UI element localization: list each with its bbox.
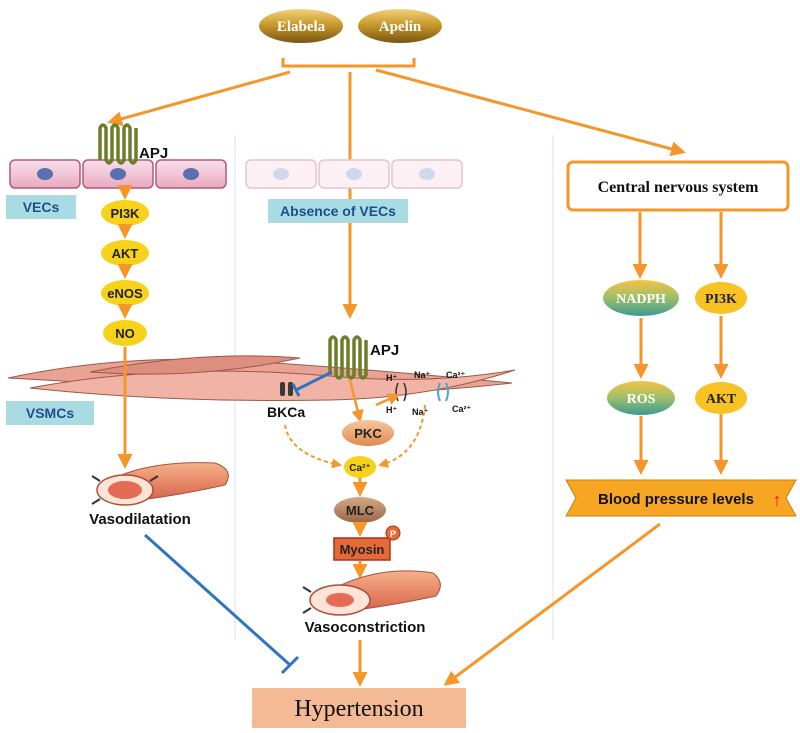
no-label: NO [115,326,135,341]
akt-node-left [101,240,149,266]
arrow-pkc-exchanger [375,393,401,407]
vecs-label-box [6,195,76,219]
pi3k-node-left [101,200,149,226]
apj-label-left: APJ [139,145,168,162]
cns-label: Central nervous system [598,179,760,196]
na-ion-top: Na⁺ [414,370,431,380]
pi3k-label-left: PI3K [111,206,141,221]
ligand-bracket [281,58,416,68]
vsmcs-label-box [6,401,94,425]
apj-receptor-icon [98,123,138,165]
mlc-label: MLC [346,503,375,518]
vsmcs-label: VSMCs [26,405,74,421]
smooth-muscle-layer [7,355,516,401]
elabela-label: Elabela [277,19,326,35]
arrow-to-cns [375,68,686,157]
absence-vecs-label-box [268,199,408,223]
pi3k-node-right [695,282,747,314]
ca-ion-top: Ca²⁺ [446,370,466,380]
arrow-apj-pkc [348,379,364,423]
dashed-bkca-ca [284,424,342,469]
myosin-label: Myosin [340,542,385,557]
h-ion-bottom: H⁺ [386,405,397,415]
bkca-channel-icon [280,382,293,396]
phospho-icon [385,525,401,541]
arrow-bp-hypertension [443,522,661,686]
bp-banner [565,479,797,517]
pi3k-label-right: PI3K [705,292,737,307]
no-node [103,320,147,346]
enos-node [101,280,149,306]
calcium-node [344,456,376,478]
bkca-inhibition-bar [291,383,301,397]
bp-label: Blood pressure levels [598,491,754,508]
inhibition-bar [280,655,300,675]
apelin-label: Apelin [379,19,422,35]
endothelial-cell-layer [9,159,227,189]
absent-endothelial-layer [245,159,463,189]
dashed-exchanger-ca [378,404,426,468]
phospho-label: P [390,529,396,539]
vasoconstriction-label: Vasoconstriction [305,619,426,636]
calcium-label: Ca²⁺ [349,463,370,474]
ros-label: ROS [627,392,656,407]
ros-node [607,381,675,415]
apelin-ligand [358,9,442,43]
hypertension-box [252,688,466,728]
h-ion-top: H⁺ [386,373,397,383]
pkc-node [342,420,394,446]
inhibition-line [143,533,292,667]
bkca-label: BKCa [267,404,305,420]
nadph-node [603,280,679,316]
akt-label-right: AKT [706,392,737,407]
apj-label-middle: APJ [370,342,399,359]
vecs-label: VECs [23,199,60,215]
enos-label: eNOS [107,286,143,301]
bp-up-arrow-icon: ↑ [773,490,782,510]
bkca-inhibition-line [295,370,333,392]
akt-label-left: AKT [112,246,139,261]
na-ion-bottom: Na⁺ [412,407,429,417]
akt-node-right [695,382,747,414]
elabela-ligand [259,9,343,43]
nadph-label: NADPH [616,292,666,307]
cns-box [566,160,790,212]
absence-vecs-label: Absence of VECs [280,203,396,219]
apj-receptor-icon-middle [328,335,368,380]
dilated-vessel-icon [91,462,229,506]
constricted-vessel-icon [302,570,441,616]
arrow-to-vecs [107,70,291,127]
mlc-node [334,497,386,523]
ca-ion-bottom: Ca²⁺ [452,404,472,414]
vasodilatation-label: Vasodilatation [89,511,191,528]
hypertension-label: Hypertension [294,696,423,722]
pkc-label: PKC [354,426,382,441]
myosin-box [333,537,391,561]
